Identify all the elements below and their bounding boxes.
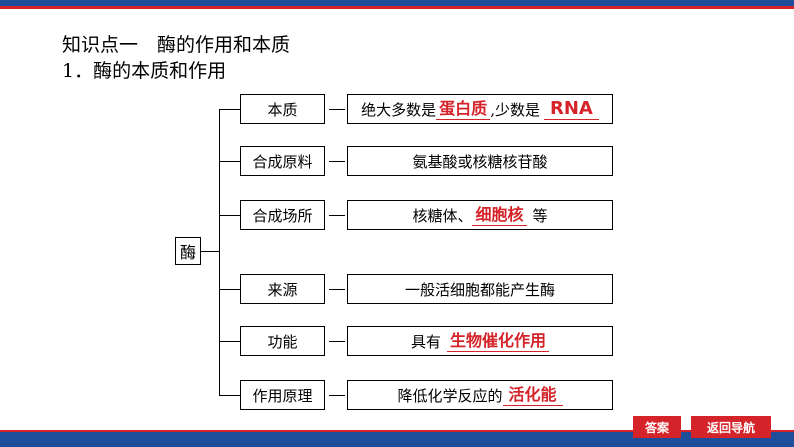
bottom-red-stripe xyxy=(0,430,794,432)
content-text: 降低化学反应的 xyxy=(397,386,503,405)
answer-text: RNA xyxy=(543,98,599,120)
root-node: 酶 xyxy=(175,237,201,265)
row-dash xyxy=(329,161,345,162)
content-raw-material: 氨基酸或核糖核苷酸 xyxy=(347,146,613,176)
label-mechanism: 作用原理 xyxy=(240,380,325,410)
content-function: 具有生物催化作用 xyxy=(347,326,613,356)
label-raw-material: 合成原料 xyxy=(240,146,325,176)
root-connector xyxy=(201,251,219,252)
answer-text: 细胞核 xyxy=(472,205,527,226)
label-function: 功能 xyxy=(240,326,325,356)
answer-text: 活化能 xyxy=(502,385,563,406)
row-dash xyxy=(329,215,345,216)
row-dash xyxy=(329,341,345,342)
top-red-stripe xyxy=(0,6,794,9)
content-synthesis-site: 核糖体、细胞核等 xyxy=(347,200,613,230)
row-dash xyxy=(329,289,345,290)
answer-button[interactable]: 答案 xyxy=(633,416,681,438)
branch-line xyxy=(219,215,240,216)
back-to-nav-button[interactable]: 返回导航 xyxy=(691,416,771,438)
content-text: 绝大多数是 xyxy=(361,100,437,119)
branch-line xyxy=(219,395,240,396)
row-dash xyxy=(329,395,345,396)
content-mechanism: 降低化学反应的活化能 xyxy=(347,380,613,410)
top-blue-bar xyxy=(0,0,794,6)
content-text: 核糖体、 xyxy=(412,206,473,225)
branch-line xyxy=(219,109,240,110)
answer-text: 蛋白质 xyxy=(436,99,491,120)
section-title: 1．酶的本质和作用 xyxy=(62,60,227,82)
branch-line xyxy=(219,161,240,162)
label-synthesis-site: 合成场所 xyxy=(240,200,325,230)
label-essence: 本质 xyxy=(240,94,325,124)
content-text: ,少数是 xyxy=(490,100,540,119)
content-text: 等 xyxy=(532,206,548,225)
content-text: 具有 xyxy=(410,332,441,351)
branch-line xyxy=(219,341,240,342)
content-source: 一般活细胞都能产生酶 xyxy=(347,274,613,304)
label-source: 来源 xyxy=(240,274,325,304)
page-title: 知识点一 酶的作用和本质 xyxy=(62,34,291,56)
row-dash xyxy=(329,109,345,110)
answer-text: 生物催化作用 xyxy=(447,331,550,352)
branch-line xyxy=(219,289,240,290)
tree-trunk xyxy=(219,109,220,395)
bottom-blue-bar xyxy=(0,432,794,447)
